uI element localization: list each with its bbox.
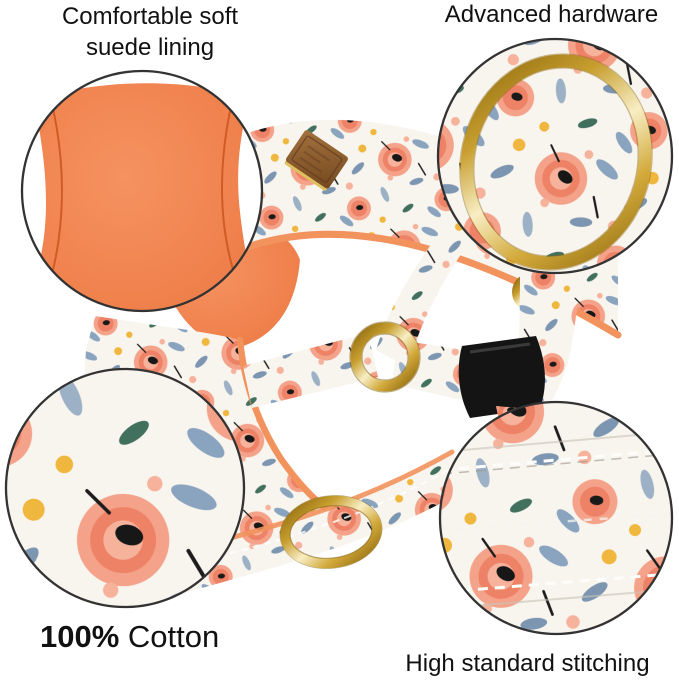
stitch-row-top [441,453,672,475]
stitch-row-bottom [443,572,671,594]
label-cotton-percent: 100% [40,619,120,654]
girth-strap-left [243,333,378,408]
label-suede-lining: Comfortable soft suede lining [0,1,300,63]
label-stitching: High standard stitching [405,650,650,677]
stitch-row-mid [440,512,672,532]
fabric-closeup-cotton [6,369,244,607]
callout-circle-hardware [436,37,674,275]
gold-oval-buckle [459,53,653,271]
suede-swatch [28,83,258,311]
o-ring [349,321,421,393]
label-suede-line2: suede lining [85,34,215,61]
oval-slide-buckle [279,495,383,569]
brand-tag [284,130,348,191]
label-cotton: 100% Cotton [40,620,219,654]
stitched-strap-swatch [440,402,672,634]
label-cotton-rest: Cotton [119,619,220,654]
label-advanced-hardware: Advanced hardware [444,1,659,28]
label-suede-line1: Comfortable soft [61,3,239,30]
callout-circle-cotton [4,367,246,609]
callout-circle-stitching [438,400,674,636]
fabric-closeup-hardware [438,39,672,273]
belly-strap [146,452,472,603]
